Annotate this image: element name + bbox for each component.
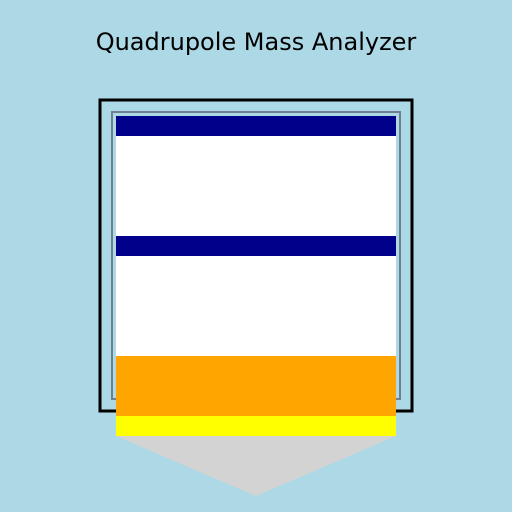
middle-rod [116,236,396,256]
diagram-title: Quadrupole Mass Analyzer [95,28,417,56]
exit-funnel [116,436,396,496]
top-rod [116,116,396,136]
yellow-strip [116,416,396,436]
orange-block [116,356,396,416]
